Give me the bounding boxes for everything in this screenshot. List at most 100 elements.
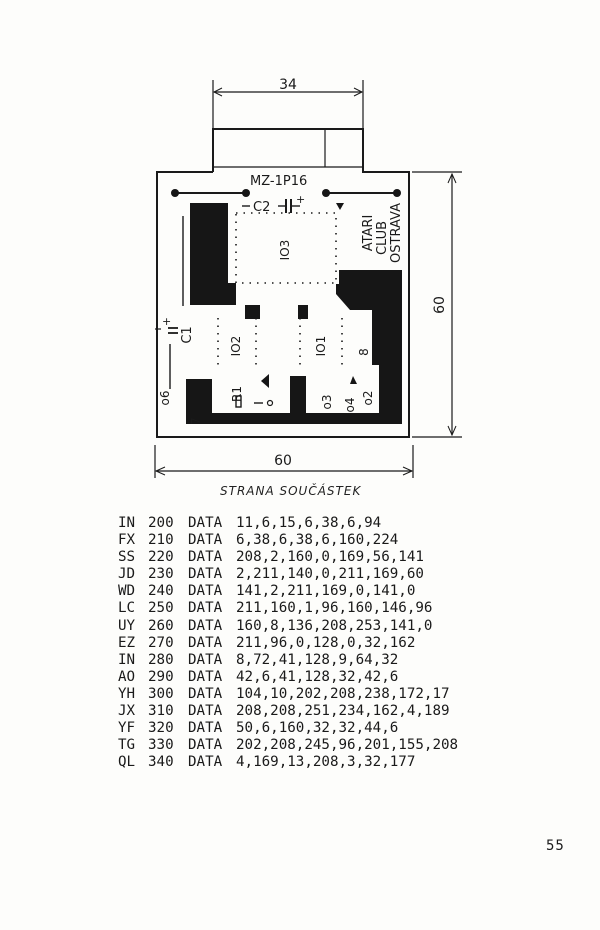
listing-values: 104,10,202,208,238,172,17 bbox=[236, 685, 450, 702]
listing-values: 42,6,41,128,32,42,6 bbox=[236, 668, 399, 685]
figure-caption: STRANA SOUČÁSTEK bbox=[220, 484, 362, 498]
listing-values: 211,96,0,128,0,32,162 bbox=[236, 634, 416, 651]
listing-values: 208,2,160,0,169,56,141 bbox=[236, 549, 424, 566]
triangle-marker-io2 bbox=[261, 374, 269, 388]
listing-keyword: DATA bbox=[188, 703, 223, 720]
listing-line-number: 280 bbox=[148, 651, 174, 668]
c2-label: C2 bbox=[253, 200, 270, 215]
listing-line-number: 230 bbox=[148, 566, 174, 583]
listing-line-number: 310 bbox=[148, 703, 174, 720]
board-name-label: MZ-1P16 bbox=[250, 174, 307, 189]
pin-o3-label: o3 bbox=[320, 395, 334, 410]
wires bbox=[155, 192, 397, 389]
page-number: 55 bbox=[546, 838, 565, 854]
listing-line: SS 220 DATA 208,2,160,0,169,56,141 bbox=[118, 549, 458, 566]
listing-values: 141,2,211,169,0,141,0 bbox=[236, 583, 416, 600]
pin-7-label: 7 bbox=[189, 417, 203, 425]
dotted-outlines bbox=[217, 212, 343, 368]
listing-values: 6,38,6,38,6,160,224 bbox=[236, 532, 399, 549]
orientation-marks bbox=[261, 203, 357, 388]
listing-values: 8,72,41,128,9,64,32 bbox=[236, 651, 399, 668]
dimension-bottom-label: 60 bbox=[274, 453, 292, 469]
board-outline bbox=[156, 128, 410, 438]
listing-keyword: DATA bbox=[188, 651, 223, 668]
dimension-right-label: 60 bbox=[432, 296, 448, 314]
capacitor-c2-symbol bbox=[242, 199, 300, 213]
listing-keyword: DATA bbox=[188, 566, 223, 583]
listing-keyword: DATA bbox=[188, 549, 223, 566]
listing-keyword: DATA bbox=[188, 634, 223, 651]
dimension-top bbox=[212, 80, 364, 128]
trace-main bbox=[190, 203, 236, 305]
dimension-bottom bbox=[154, 445, 414, 478]
dimension-right bbox=[412, 171, 462, 438]
pcb-layout-figure: 34 60 60 bbox=[154, 77, 462, 478]
listing-checksum: JX bbox=[118, 703, 136, 720]
trace-right bbox=[290, 270, 402, 424]
listing-line-number: 290 bbox=[148, 668, 174, 685]
listing-checksum: AO bbox=[118, 668, 136, 685]
pads bbox=[171, 189, 401, 197]
listing-keyword: DATA bbox=[188, 600, 223, 617]
brand-line-3: OSTRAVA bbox=[389, 203, 404, 263]
plus-sign-c1: + bbox=[162, 315, 171, 328]
listing-checksum: JD bbox=[118, 566, 136, 583]
listing-line-number: 240 bbox=[148, 583, 174, 600]
listing-checksum: LC bbox=[118, 600, 136, 617]
pin-o6-label: o6 bbox=[158, 391, 172, 406]
listing-checksum: YH bbox=[118, 685, 136, 702]
listing-checksum: YF bbox=[118, 720, 136, 737]
listing-line: AO 290 DATA 42,6,41,128,32,42,6 bbox=[118, 669, 458, 686]
listing-checksum: EZ bbox=[118, 634, 136, 651]
listing-line-number: 200 bbox=[148, 515, 174, 531]
listing-values: 202,208,245,96,201,155,208 bbox=[236, 737, 459, 754]
listing-line: YF 320 DATA 50,6,160,32,32,44,6 bbox=[118, 720, 458, 737]
listing-keyword: DATA bbox=[188, 668, 223, 685]
r1-label: R1 bbox=[230, 386, 244, 402]
listing-line-number: 320 bbox=[148, 720, 174, 737]
listing-checksum: WD bbox=[118, 583, 136, 600]
listing-keyword: DATA bbox=[188, 754, 223, 771]
listing-keyword: DATA bbox=[188, 532, 223, 549]
listing-keyword: DATA bbox=[188, 617, 223, 634]
listing-values: 211,160,1,96,160,146,96 bbox=[236, 600, 433, 617]
test-point bbox=[266, 399, 274, 407]
c1-label: C1 bbox=[180, 326, 195, 343]
io2-label: IO2 bbox=[229, 336, 243, 357]
listing-values: 2,211,140,0,211,169,60 bbox=[236, 566, 424, 583]
listing-keyword: DATA bbox=[188, 720, 223, 737]
listing-checksum: IN bbox=[118, 651, 136, 668]
listing-line-number: 250 bbox=[148, 600, 174, 617]
listing-line-number: 220 bbox=[148, 549, 174, 566]
listing-checksum: SS bbox=[118, 549, 136, 566]
listing-line: LC 250 DATA 211,160,1,96,160,146,96 bbox=[118, 600, 458, 617]
listing-values: 160,8,136,208,253,141,0 bbox=[236, 617, 433, 634]
listing-checksum: QL bbox=[118, 754, 136, 771]
listing-checksum: TG bbox=[118, 737, 136, 754]
triangle-marker-top bbox=[336, 203, 344, 210]
listing-keyword: DATA bbox=[188, 737, 223, 754]
listing-line: YH 300 DATA 104,10,202,208,238,172,17 bbox=[118, 686, 458, 703]
listing-line-number: 330 bbox=[148, 737, 174, 754]
listing-checksum: FX bbox=[118, 532, 136, 549]
listing-values: 50,6,160,32,32,44,6 bbox=[236, 720, 399, 737]
pin-8-label: 8 bbox=[357, 348, 371, 356]
capacitor-c1-symbol bbox=[168, 327, 178, 334]
triangle-marker-io1 bbox=[350, 376, 357, 384]
resistor-r1-symbol bbox=[235, 395, 242, 408]
pin-o4-label: o4 bbox=[343, 398, 357, 413]
dimension-top-label: 34 bbox=[279, 77, 297, 93]
listing-values: 208,208,251,234,162,4,189 bbox=[236, 703, 450, 720]
listing-keyword: DATA bbox=[188, 685, 223, 702]
listing-checksum: UY bbox=[118, 617, 136, 634]
plus-sign: + bbox=[296, 193, 305, 206]
listing-line-number: 300 bbox=[148, 685, 174, 702]
listing-line: JX 310 DATA 208,208,251,234,162,4,189 bbox=[118, 703, 458, 720]
brand-line-1: ATARI bbox=[361, 215, 376, 252]
